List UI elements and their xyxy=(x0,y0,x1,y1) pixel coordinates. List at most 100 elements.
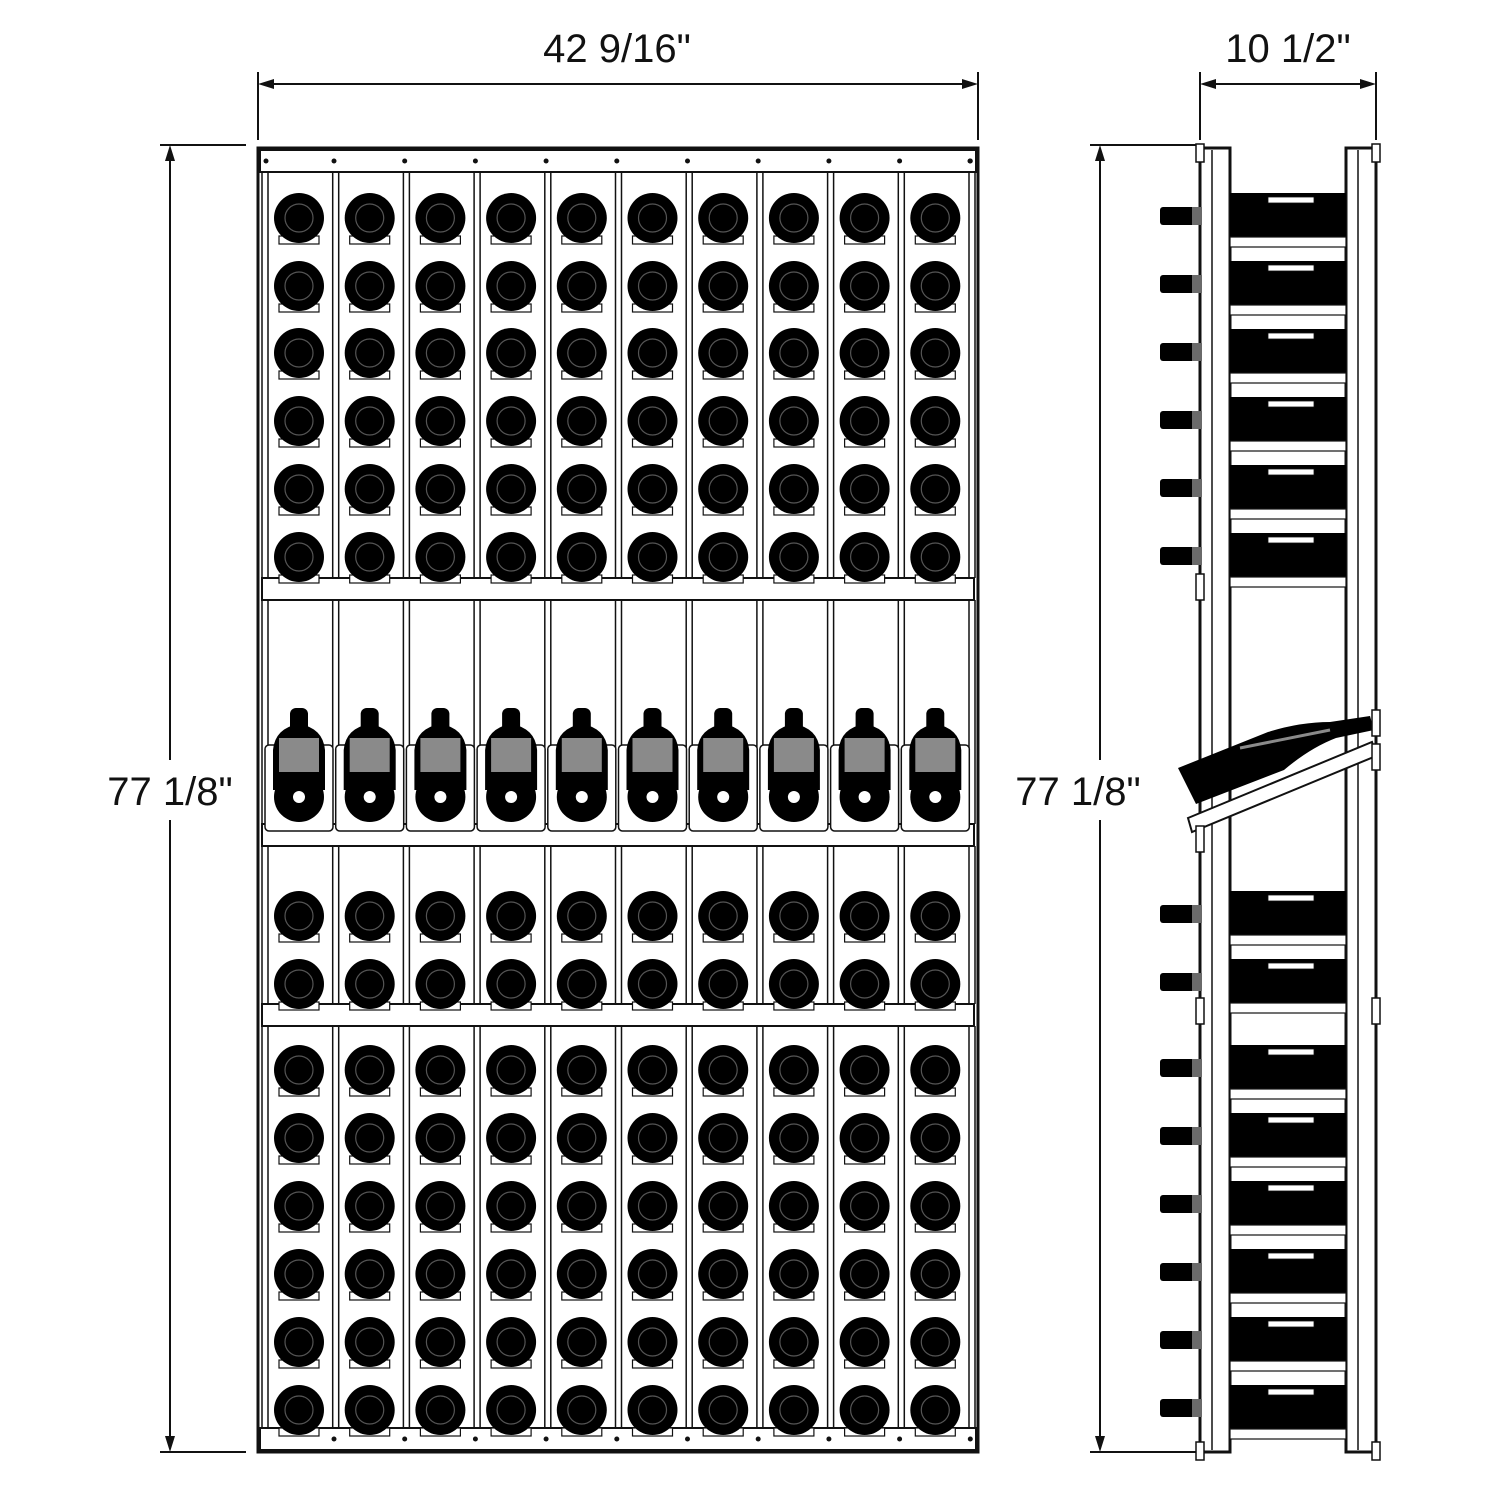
display-bottle xyxy=(405,708,476,832)
bottle-end xyxy=(627,1113,678,1165)
bottle-end xyxy=(274,193,324,245)
bottle-end xyxy=(344,532,395,584)
side-bottle xyxy=(1160,1249,1347,1304)
side-bottle xyxy=(1160,533,1347,588)
bottle-end xyxy=(415,1385,466,1437)
bottle-end xyxy=(627,396,678,448)
bottle-end xyxy=(698,193,749,245)
display-bottle xyxy=(264,708,334,832)
bottle-end xyxy=(627,959,678,1011)
front-width-dimension xyxy=(257,72,979,140)
bottle-end xyxy=(415,193,466,245)
bottle-end xyxy=(486,1317,537,1369)
bottle-end xyxy=(486,464,537,516)
bottle-end xyxy=(415,328,466,380)
bottle-end xyxy=(415,464,466,516)
bottle-end xyxy=(274,396,324,448)
bottle-end xyxy=(556,396,607,448)
bottle-end xyxy=(768,1317,819,1369)
bottle-end xyxy=(910,959,961,1011)
bottle-end xyxy=(274,1113,324,1165)
bottle-end xyxy=(698,464,749,516)
front-bottles xyxy=(274,193,961,1437)
bottle-end xyxy=(839,464,890,516)
display-bottle xyxy=(547,708,617,832)
bottle-end xyxy=(839,532,890,584)
bottle-end xyxy=(274,891,324,943)
bottle-end xyxy=(910,1317,961,1369)
bottle-end xyxy=(627,1249,678,1301)
bottle-end xyxy=(344,464,395,516)
display-row-bottles xyxy=(264,708,971,832)
bottle-end xyxy=(344,261,395,313)
bottle-end xyxy=(768,1385,819,1437)
bottle-end xyxy=(910,1385,961,1437)
bottle-end xyxy=(274,328,324,380)
bottle-end xyxy=(627,1181,678,1233)
bottle-end xyxy=(274,532,324,584)
bottle-end xyxy=(556,532,607,584)
side-bottle xyxy=(1160,1113,1347,1168)
bottle-end xyxy=(486,959,537,1011)
bottle-end xyxy=(556,1249,607,1301)
bottle-end xyxy=(768,464,819,516)
bottle-end xyxy=(910,891,961,943)
bottle-end xyxy=(415,1317,466,1369)
side-depth-dimension xyxy=(1199,72,1377,140)
front-height-label: 77 1/8" xyxy=(107,770,232,814)
bottle-end xyxy=(344,328,395,380)
bottle-end xyxy=(910,1113,961,1165)
bottle-end xyxy=(768,959,819,1011)
bottle-end xyxy=(344,193,395,245)
side-bottle xyxy=(1160,891,1347,946)
bottle-end xyxy=(344,959,395,1011)
bottle-end xyxy=(627,261,678,313)
bottle-end xyxy=(344,1113,395,1165)
bottle-end xyxy=(627,328,678,380)
bottle-end xyxy=(768,328,819,380)
bottle-end xyxy=(627,464,678,516)
bottle-end xyxy=(344,1045,395,1097)
display-bottle xyxy=(900,708,971,832)
front-width-label: 42 9/16" xyxy=(543,27,691,71)
bottle-end xyxy=(556,1385,607,1437)
bottle-end xyxy=(910,193,961,245)
bottle-end xyxy=(698,396,749,448)
bottle-end xyxy=(910,464,961,516)
bottle-end xyxy=(839,1045,890,1097)
bottle-end xyxy=(698,1249,749,1301)
bottle-end xyxy=(768,1249,819,1301)
bottle-end xyxy=(839,328,890,380)
side-bottle xyxy=(1160,1385,1347,1440)
bottle-end xyxy=(486,891,537,943)
bottle-end xyxy=(556,959,607,1011)
bottle-end xyxy=(486,1113,537,1165)
bottle-end xyxy=(698,261,749,313)
bottle-end xyxy=(839,193,890,245)
bottle-end xyxy=(839,1249,890,1301)
bottle-end xyxy=(839,396,890,448)
bottle-end xyxy=(274,959,324,1011)
side-bottle xyxy=(1160,1045,1347,1100)
rail-screws xyxy=(263,158,973,1442)
bottle-end xyxy=(839,1113,890,1165)
bottle-end xyxy=(698,1385,749,1437)
display-bottle xyxy=(829,708,900,832)
bottle-end xyxy=(910,328,961,380)
bottle-end xyxy=(415,396,466,448)
bottle-end xyxy=(415,261,466,313)
bottle-end xyxy=(344,396,395,448)
bottle-end xyxy=(344,1181,395,1233)
side-front-post xyxy=(1198,146,1232,1454)
bottle-end xyxy=(486,396,537,448)
bottle-end xyxy=(627,1317,678,1369)
bottle-end xyxy=(910,532,961,584)
side-bottle xyxy=(1160,959,1347,1014)
side-bottle xyxy=(1160,193,1347,248)
side-height-label: 77 1/8" xyxy=(1015,770,1140,814)
bottle-end xyxy=(698,1045,749,1097)
side-bottle xyxy=(1160,1181,1347,1236)
side-bottle xyxy=(1160,465,1347,520)
bottle-end xyxy=(839,959,890,1011)
